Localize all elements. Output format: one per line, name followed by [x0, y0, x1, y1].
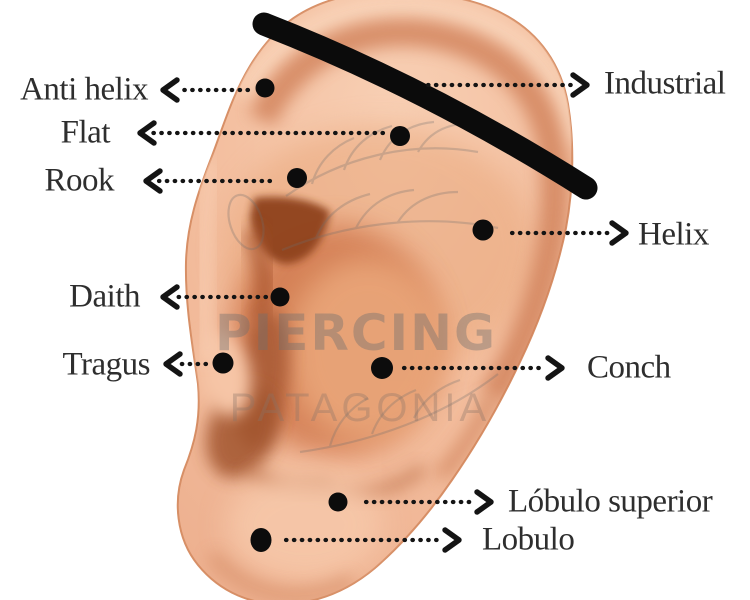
- arrow-flat: [137, 120, 386, 146]
- label-rook: Rook: [44, 162, 114, 199]
- arrow-lobulo: [283, 527, 462, 553]
- arrow-tragus: [163, 351, 209, 377]
- label-lobulo-superior: Lóbulo superior: [508, 483, 713, 520]
- arrow-conch: [401, 355, 565, 381]
- label-lobulo: Lobulo: [482, 521, 575, 558]
- ear-shading: [196, 0, 573, 600]
- label-conch: Conch: [587, 349, 671, 386]
- piercing-dot-daith: [270, 287, 290, 307]
- industrial-barbell: [252, 12, 598, 200]
- watermark-brand-text: PIERCING: [214, 304, 498, 362]
- arrow-lobulo-superior: [363, 489, 494, 515]
- label-flat: Flat: [60, 114, 111, 151]
- label-tragus: Tragus: [62, 346, 151, 383]
- piercing-dots: [212, 78, 494, 552]
- watermark-feather-sketch: [227, 120, 499, 454]
- arrow-anti-helix: [160, 77, 251, 103]
- leader-arrows: [137, 72, 629, 553]
- piercing-dot-lobulo: [250, 528, 272, 552]
- arrow-industrial: [425, 72, 590, 98]
- piercing-dot-tragus: [212, 352, 234, 374]
- arrow-daith: [160, 284, 269, 310]
- label-industrial: Industrial: [604, 65, 726, 102]
- label-helix: Helix: [638, 216, 709, 253]
- piercing-dot-flat: [390, 126, 410, 146]
- arrow-rook: [143, 168, 273, 194]
- piercing-dot-anti-helix: [255, 78, 275, 98]
- piercing-dot-rook: [287, 168, 307, 188]
- arrow-helix: [509, 220, 629, 246]
- watermark-region-text: PATAGONIA: [229, 386, 491, 430]
- label-daith: Daith: [69, 278, 140, 315]
- piercing-dot-conch: [371, 357, 393, 379]
- label-anti-helix: Anti helix: [20, 71, 148, 108]
- ear-graphic: [176, 0, 598, 600]
- piercing-dot-helix: [472, 219, 494, 241]
- piercing-dot-lobulo-superior: [328, 492, 348, 512]
